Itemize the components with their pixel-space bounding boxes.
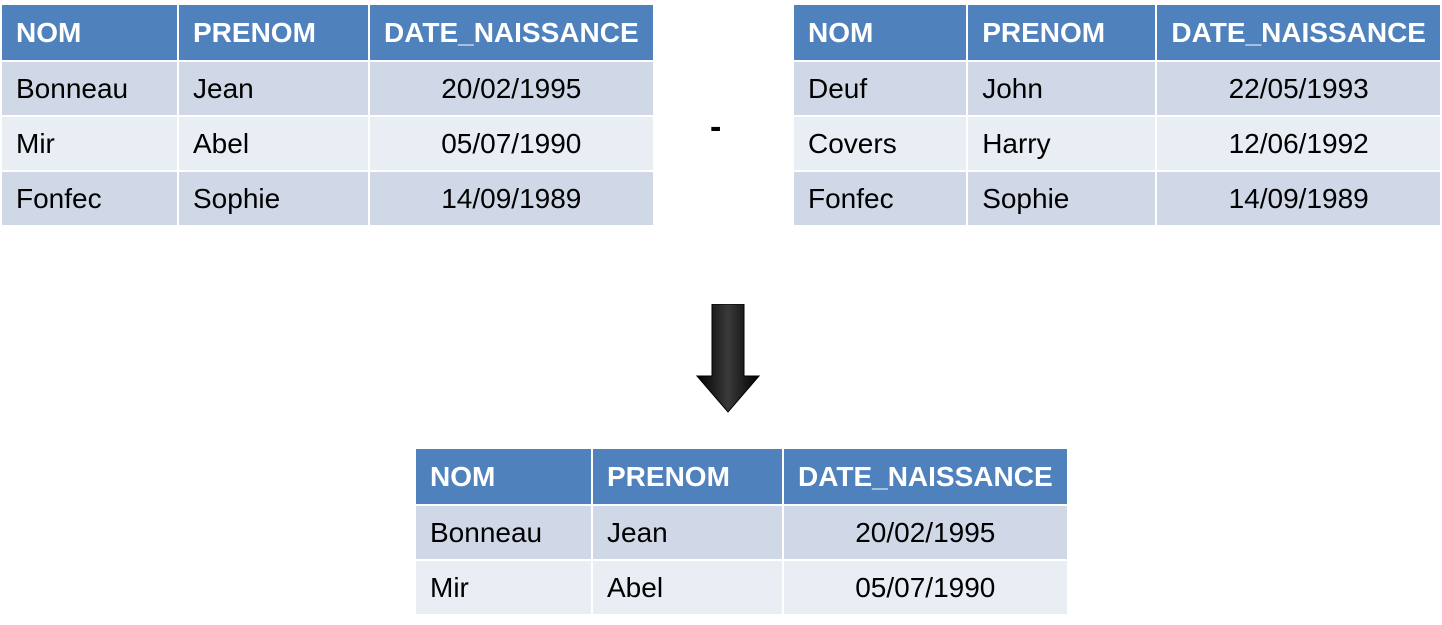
table-row: Covers Harry 12/06/1992 — [791, 115, 1442, 172]
table-row: Fonfec Sophie 14/09/1989 — [0, 170, 655, 227]
cell-nom: Covers — [791, 115, 969, 172]
column-header-prenom: PRENOM — [177, 3, 370, 62]
table-row: Bonneau Jean 20/02/1995 — [0, 60, 655, 117]
cell-date-naissance: 05/07/1990 — [368, 115, 655, 172]
table-header-row: NOM PRENOM DATE_NAISSANCE — [414, 447, 1069, 506]
result-table: NOM PRENOM DATE_NAISSANCE Bonneau Jean 2… — [414, 447, 1069, 616]
cell-nom: Fonfec — [0, 170, 179, 227]
table-row: Mir Abel 05/07/1990 — [0, 115, 655, 172]
column-header-prenom: PRENOM — [966, 3, 1158, 62]
cell-nom: Mir — [0, 115, 179, 172]
cell-prenom: John — [966, 60, 1158, 117]
table-row: Deuf John 22/05/1993 — [791, 60, 1442, 117]
column-header-date-naissance: DATE_NAISSANCE — [782, 447, 1069, 506]
cell-prenom: Jean — [177, 60, 370, 117]
cell-date-naissance: 22/05/1993 — [1155, 60, 1442, 117]
column-header-date-naissance: DATE_NAISSANCE — [368, 3, 655, 62]
table-row: Mir Abel 05/07/1990 — [414, 559, 1069, 616]
table-header-row: NOM PRENOM DATE_NAISSANCE — [791, 3, 1442, 62]
cell-date-naissance: 20/02/1995 — [368, 60, 655, 117]
arrow-down-icon — [696, 304, 760, 413]
cell-date-naissance: 12/06/1992 — [1155, 115, 1442, 172]
cell-nom: Deuf — [791, 60, 969, 117]
table-row: Bonneau Jean 20/02/1995 — [414, 504, 1069, 561]
cell-prenom: Abel — [591, 559, 784, 616]
left-table: NOM PRENOM DATE_NAISSANCE Bonneau Jean 2… — [0, 3, 655, 227]
table-row: Fonfec Sophie 14/09/1989 — [791, 170, 1442, 227]
minus-operator: - — [710, 108, 722, 146]
cell-prenom: Abel — [177, 115, 370, 172]
column-header-nom: NOM — [791, 3, 969, 62]
cell-prenom: Sophie — [966, 170, 1158, 227]
column-header-prenom: PRENOM — [591, 447, 784, 506]
table-header-row: NOM PRENOM DATE_NAISSANCE — [0, 3, 655, 62]
cell-date-naissance: 05/07/1990 — [782, 559, 1069, 616]
cell-prenom: Sophie — [177, 170, 370, 227]
cell-nom: Fonfec — [791, 170, 969, 227]
cell-nom: Bonneau — [0, 60, 179, 117]
cell-date-naissance: 14/09/1989 — [1155, 170, 1442, 227]
cell-nom: Bonneau — [414, 504, 593, 561]
column-header-nom: NOM — [414, 447, 593, 506]
column-header-nom: NOM — [0, 3, 179, 62]
cell-nom: Mir — [414, 559, 593, 616]
cell-prenom: Jean — [591, 504, 784, 561]
cell-prenom: Harry — [966, 115, 1158, 172]
cell-date-naissance: 14/09/1989 — [368, 170, 655, 227]
right-table: NOM PRENOM DATE_NAISSANCE Deuf John 22/0… — [791, 3, 1442, 227]
cell-date-naissance: 20/02/1995 — [782, 504, 1069, 561]
column-header-date-naissance: DATE_NAISSANCE — [1155, 3, 1442, 62]
